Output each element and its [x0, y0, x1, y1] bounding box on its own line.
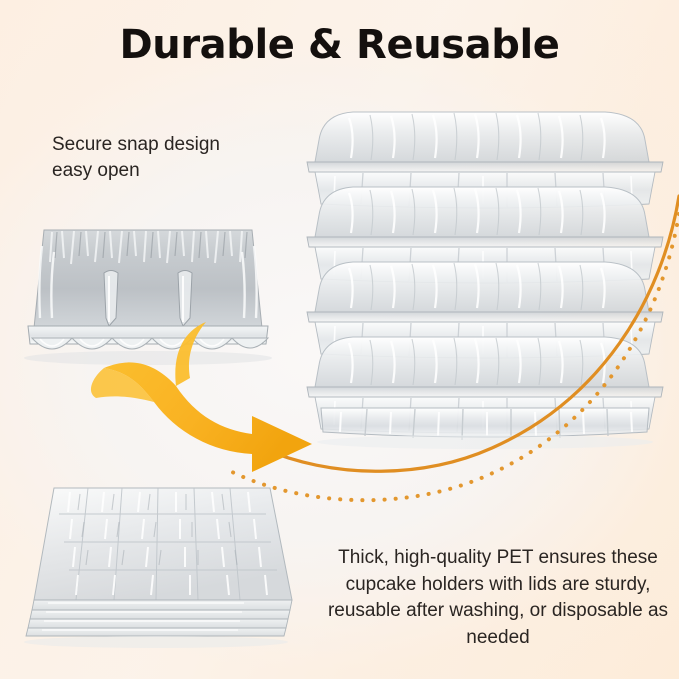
caption-secure-snap: Secure snap design easy open: [52, 132, 267, 184]
caption-pet-quality: Thick, high-quality PET ensures these cu…: [326, 545, 670, 651]
stacked-cupcake-trays: [18, 472, 318, 652]
caption-pet-line4: disposable as needed: [466, 600, 669, 648]
caption-secure-snap-line2: easy open: [52, 160, 140, 181]
caption-pet-line2: these cupcake holders with lids are: [345, 547, 658, 595]
page-title: Durable & Reusable: [0, 22, 679, 68]
caption-pet-line1: Thick, high-quality PET ensures: [338, 547, 607, 568]
caption-pet-line3: sturdy, reusable after washing, or: [327, 573, 651, 622]
stacked-cupcake-containers: [305, 100, 665, 460]
open-cupcake-container: [14, 218, 282, 378]
caption-secure-snap-line1: Secure snap design: [52, 134, 220, 155]
page-title-text: Durable & Reusable: [119, 22, 560, 68]
